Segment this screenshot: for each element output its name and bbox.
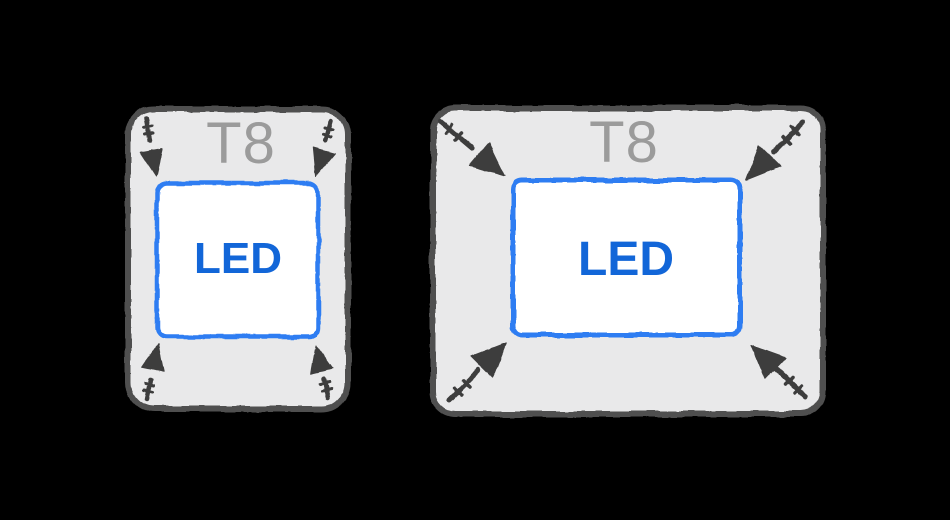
- shrink-arrow-icon-bottom-left: [141, 343, 165, 402]
- shrink-arrow-icon-top-right: [312, 118, 335, 177]
- shrink-arrow-icon-bottom-right: [750, 344, 809, 400]
- led-label-large: LED: [578, 233, 674, 286]
- shrink-arrow-icon-bottom-right: [310, 345, 333, 401]
- shrink-arrow-icon-top-right: [745, 119, 806, 181]
- tube-type-label-small: T8: [206, 111, 276, 176]
- led-insert-large: [510, 177, 743, 338]
- shrink-arrow-icon-top-left: [140, 116, 163, 177]
- shrink-arrow-icon-top-left: [437, 118, 506, 177]
- panel-large-tube: T8 LED: [430, 105, 826, 417]
- led-label-small: LED: [194, 234, 282, 283]
- shrink-arrow-icon-bottom-left: [446, 342, 507, 403]
- panel-small-tube: T8 LED: [125, 106, 351, 412]
- led-insert-small: [154, 180, 321, 340]
- tube-type-label-large: T8: [589, 110, 659, 175]
